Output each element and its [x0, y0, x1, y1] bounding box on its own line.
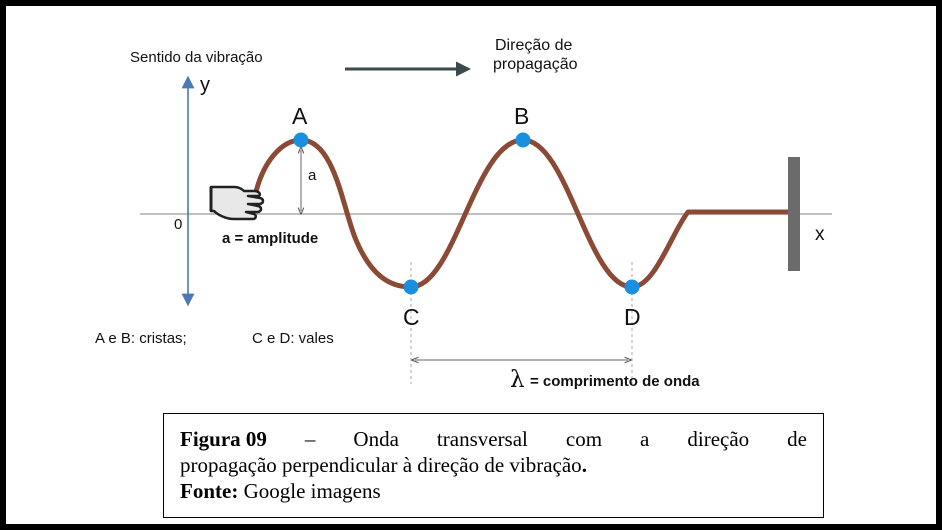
amplitude-symbol: a — [308, 167, 317, 184]
caption-word: de — [787, 427, 807, 451]
caption-word: com — [565, 427, 603, 451]
y-axis-label: y — [200, 74, 210, 96]
point-c-label: C — [403, 304, 420, 330]
vibration-direction-label: Sentido da vibração — [130, 49, 263, 66]
point-c — [403, 279, 419, 295]
caption-word: transversal — [436, 427, 528, 451]
point-d-label: D — [624, 304, 641, 330]
caption-source: Fonte: Google imagens — [180, 478, 807, 504]
propagation-label-line2: propagação — [493, 56, 578, 73]
amplitude-label: a = amplitude — [222, 230, 319, 247]
propagation-label-line1: Direção de — [495, 37, 573, 54]
point-a — [293, 132, 309, 148]
point-a-label: A — [292, 103, 308, 129]
point-d — [624, 279, 640, 295]
point-b — [515, 132, 531, 148]
caption-figure-number: Figura 09 — [180, 427, 267, 451]
caption-word: – — [304, 427, 316, 451]
crests-label: A e B: cristas; — [95, 330, 187, 347]
lambda-symbol: λ — [510, 367, 525, 393]
point-b-label: B — [514, 103, 530, 129]
wavelength-label: = comprimento de onda — [530, 373, 700, 390]
caption-line-2-text: propagação perpendicular à direção de vi… — [180, 453, 582, 477]
caption-source-text: Google imagens — [243, 479, 381, 503]
caption-word: Onda — [353, 427, 399, 451]
origin-label: 0 — [174, 216, 183, 233]
figure-caption: Figura 09 – Onda transversal com a direç… — [163, 413, 824, 518]
caption-line-2-end: . — [581, 453, 587, 477]
caption-line-1: Figura 09 – Onda transversal com a direç… — [180, 426, 807, 452]
valleys-label: C e D: vales — [252, 330, 334, 347]
hand-icon — [209, 185, 265, 221]
caption-word: direção — [687, 427, 750, 451]
caption-word: a — [640, 427, 650, 451]
caption-line-2: propagação perpendicular à direção de vi… — [180, 452, 807, 478]
x-axis-label: x — [815, 224, 825, 245]
fixed-wall — [788, 157, 800, 271]
caption-source-label: Fonte: — [180, 479, 239, 503]
